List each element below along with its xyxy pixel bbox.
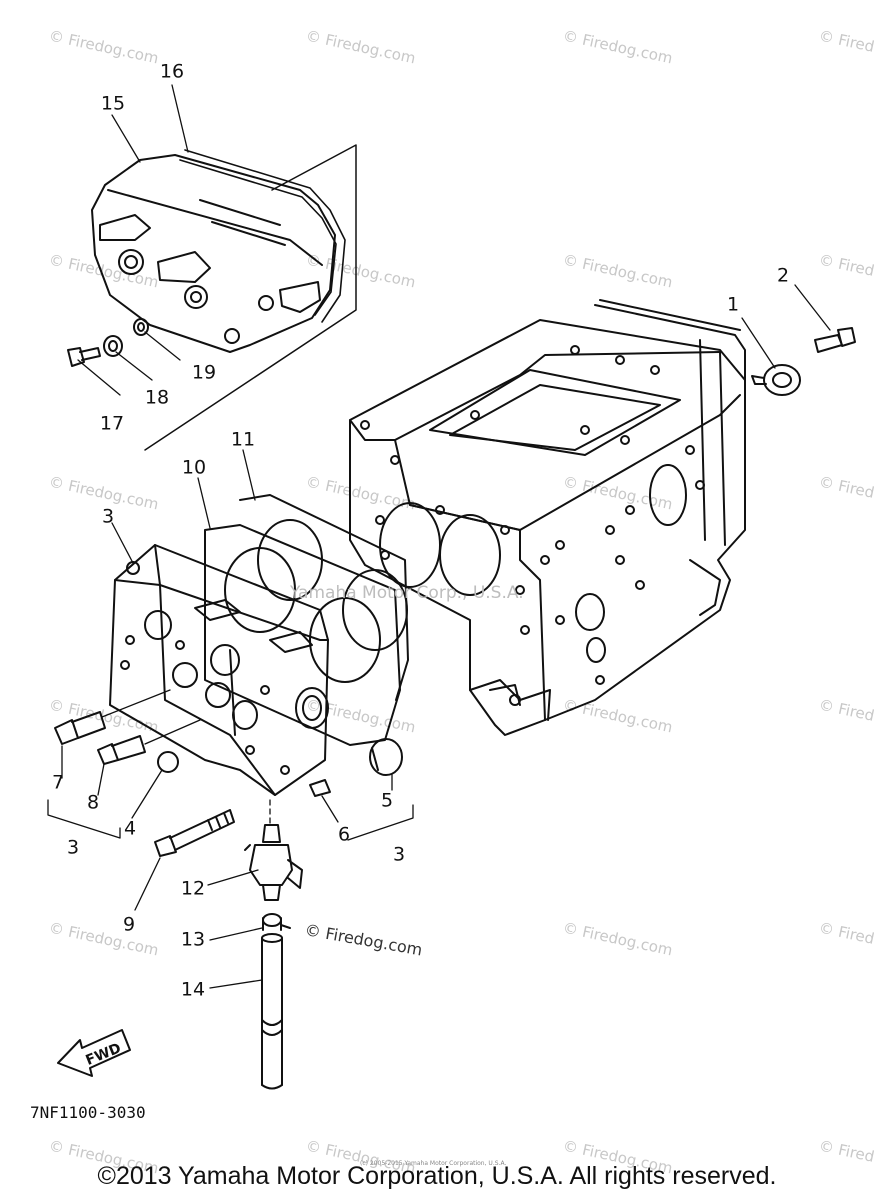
valve-guide-8 [97, 735, 146, 765]
drain-cock-12 [244, 824, 303, 901]
callout-6: 6 [337, 823, 351, 846]
bolt-2 [814, 327, 856, 353]
callout-16: 16 [159, 60, 185, 83]
callout-12: 12 [180, 877, 206, 900]
callout-3: 3 [392, 843, 406, 866]
callout-19: 19 [191, 361, 217, 384]
washer-18 [103, 335, 123, 357]
callout-11: 11 [230, 428, 256, 451]
plug-5 [369, 738, 403, 776]
engine-block [349, 299, 746, 736]
callout-14: 14 [180, 978, 206, 1001]
group-bracket [144, 144, 357, 451]
callout-13: 13 [180, 928, 206, 951]
callout-2: 2 [776, 264, 790, 287]
callout-7: 7 [51, 771, 65, 794]
callout-5: 5 [380, 789, 394, 812]
callout-4: 4 [123, 817, 137, 840]
bolt-9 [154, 809, 235, 857]
ring-terminal-1 [751, 364, 801, 396]
hose-14 [261, 933, 283, 1090]
callout-8: 8 [86, 791, 100, 814]
callout-3: 3 [101, 505, 115, 528]
callout-9: 9 [122, 913, 136, 936]
callout-18: 18 [144, 386, 170, 409]
callout-1: 1 [726, 293, 740, 316]
copyright-footer: ©2013 Yamaha Motor Corporation, U.S.A. A… [97, 1162, 777, 1190]
callout-17: 17 [99, 412, 125, 435]
cylinder-head-cover [91, 154, 336, 353]
washer-19 [133, 318, 149, 336]
stud-6 [309, 779, 331, 797]
diagram-part-code: 7NF1100-3030 [30, 1103, 146, 1122]
bolt-17 [67, 347, 101, 367]
fwd-arrow-icon: FWD [57, 1029, 131, 1077]
callout-10: 10 [181, 456, 207, 479]
callout-3: 3 [66, 836, 80, 859]
center-watermark: Yamaha Motor Corp., U.S.A. [290, 583, 524, 603]
valve-guide-7 [54, 711, 106, 745]
tiny-copyright: (c) 2005-2015 Yamaha Motor Corporation, … [360, 1160, 507, 1167]
cover-gasket [179, 149, 346, 323]
cylinder-head [109, 544, 329, 796]
clip-13 [262, 913, 291, 931]
plug-4 [157, 751, 179, 773]
callout-15: 15 [100, 92, 126, 115]
head-gasket-11 [239, 494, 409, 701]
